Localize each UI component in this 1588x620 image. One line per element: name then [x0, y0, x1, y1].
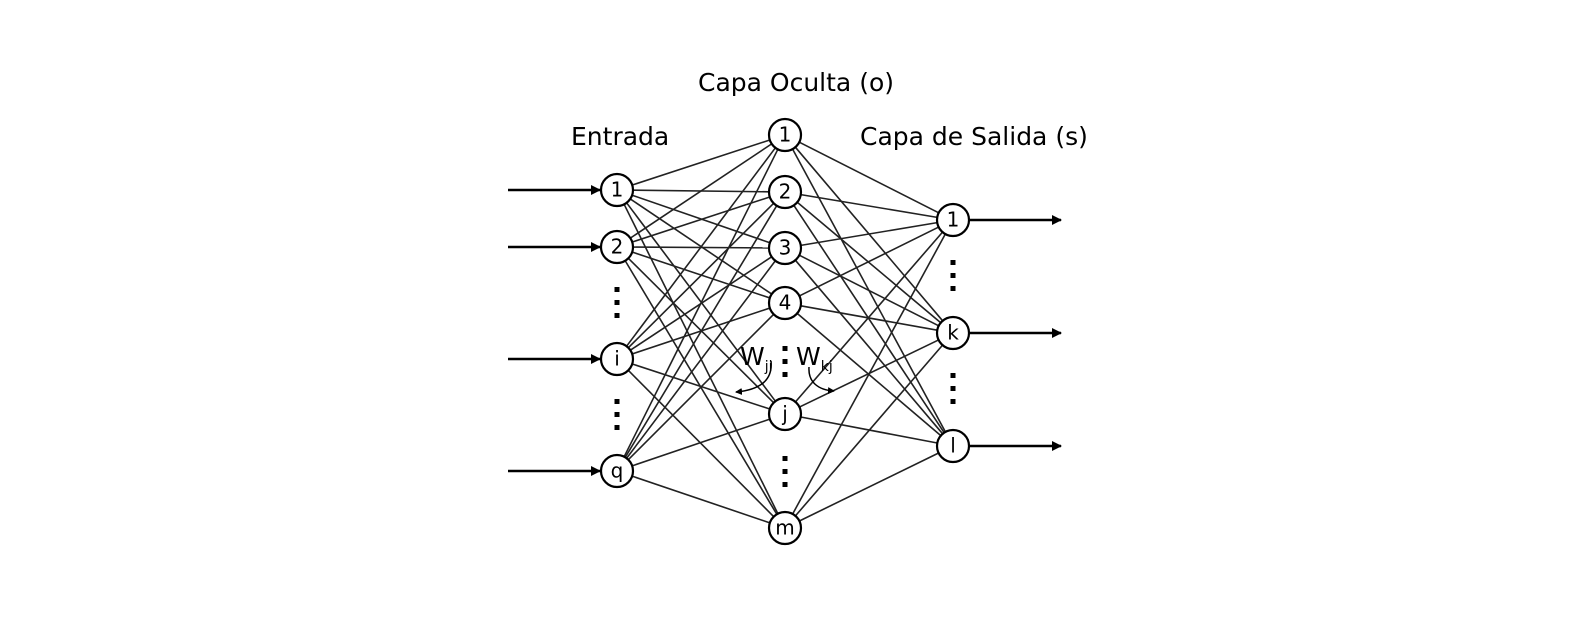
- input-node: i: [599, 341, 635, 377]
- hidden-node: 4: [767, 285, 803, 321]
- input-node: 2: [599, 229, 635, 265]
- input-node-label: 2: [611, 235, 624, 259]
- ellipsis-dot: [614, 425, 620, 430]
- hidden-node-circle: [767, 510, 803, 546]
- input-hidden-connection: [631, 139, 771, 186]
- input-hidden-connection: [627, 313, 775, 461]
- hidden-node-circle: [767, 285, 803, 321]
- ellipsis-dot: [614, 300, 620, 305]
- input-layer-title: Entrada: [571, 122, 670, 151]
- output-node-label: 1: [947, 208, 960, 232]
- weight-kj-label: Wkj: [796, 342, 833, 375]
- input-node: q: [599, 453, 635, 489]
- ellipsis-dot: [950, 286, 956, 291]
- input-node-circle: [599, 453, 635, 489]
- hidden-output-connection: [794, 344, 944, 517]
- hidden-node: j: [767, 396, 803, 432]
- hidden-output-connection: [800, 221, 938, 247]
- output-node-label: l: [950, 434, 956, 458]
- ellipsis-dot: [782, 372, 788, 377]
- ellipsis-dot: [614, 287, 620, 292]
- ellipsis-dot: [950, 260, 956, 265]
- ellipsis-dot: [782, 359, 788, 364]
- hidden-output-connection: [796, 201, 942, 324]
- weight-kj-annotation: Wkj: [796, 342, 835, 395]
- hidden-output-connection: [791, 233, 947, 515]
- hidden-node: m: [767, 510, 803, 546]
- input-hidden-connection: [631, 475, 771, 524]
- hidden-output-connection: [793, 204, 945, 434]
- output-node-circle: [935, 315, 971, 351]
- input-hidden-connection: [629, 143, 773, 239]
- output-layer-title: Capa de Salida (s): [860, 122, 1088, 151]
- input-node-circle: [599, 172, 635, 208]
- hidden-node: 3: [767, 230, 803, 266]
- input-node-circle: [599, 229, 635, 265]
- ellipsis-dot: [782, 346, 788, 351]
- hidden-layer-title: Capa Oculta (o): [698, 68, 894, 97]
- hidden-node-label: 4: [779, 291, 792, 315]
- weight-ji-annotation: Wji: [735, 342, 773, 395]
- hidden-node-label: 2: [779, 180, 792, 204]
- hidden-output-connection: [794, 259, 944, 435]
- input-node-label: 1: [611, 178, 624, 202]
- output-node: k: [935, 315, 971, 351]
- hidden-node-label: 1: [779, 123, 792, 147]
- output-node: l: [935, 428, 971, 464]
- hidden-output-connection: [798, 226, 940, 297]
- output-node-circle: [935, 428, 971, 464]
- hidden-node-circle: [767, 230, 803, 266]
- ellipsis-dot: [782, 456, 788, 461]
- hidden-node-label: 3: [779, 236, 792, 260]
- ellipsis-dot: [614, 412, 620, 417]
- ellipsis-dot: [950, 386, 956, 391]
- input-hidden-connection: [624, 205, 778, 458]
- input-hidden-connection: [625, 147, 777, 347]
- hidden-node-label: j: [781, 402, 788, 426]
- input-hidden-connection: [623, 148, 779, 458]
- input-hidden-connection: [631, 418, 771, 467]
- input-hidden-connection: [627, 369, 775, 518]
- hidden-node-circle: [767, 117, 803, 153]
- hidden-output-connection: [800, 193, 938, 219]
- output-node: 1: [935, 202, 971, 238]
- input-node: 1: [599, 172, 635, 208]
- output-node-circle: [935, 202, 971, 238]
- weight-kj-arrow: [808, 366, 835, 395]
- input-node-label: q: [611, 459, 624, 483]
- connections: [623, 139, 947, 524]
- hidden-node-circle: [767, 174, 803, 210]
- input-hidden-connection: [625, 260, 777, 459]
- ellipsis-dot: [950, 273, 956, 278]
- input-hidden-connection: [631, 196, 771, 243]
- weight-ji-label: Wji: [740, 342, 773, 375]
- output-node-label: k: [947, 321, 959, 345]
- input-hidden-connection: [627, 202, 775, 349]
- ellipsis-dot: [782, 482, 788, 487]
- hidden-node: 1: [767, 117, 803, 153]
- ellipsis-dot: [950, 373, 956, 378]
- input-node-circle: [599, 341, 635, 377]
- ellipsis-dots: [614, 260, 956, 487]
- hidden-output-connection: [799, 452, 939, 522]
- hidden-node-circle: [767, 396, 803, 432]
- ellipsis-dot: [782, 469, 788, 474]
- ellipsis-dot: [614, 399, 620, 404]
- io-arrows: [508, 185, 1062, 476]
- hidden-node-label: m: [775, 516, 794, 540]
- weight-ji-arrow: [735, 360, 772, 395]
- ellipsis-dot: [950, 399, 956, 404]
- ellipsis-dot: [614, 313, 620, 318]
- nodes: 1 2 i q 1 2 3 4 j m 1 k l: [599, 117, 971, 546]
- hidden-output-connection: [798, 254, 940, 327]
- hidden-output-connection: [794, 231, 944, 403]
- input-node-label: i: [614, 347, 620, 371]
- hidden-node: 2: [767, 174, 803, 210]
- hidden-output-connection: [798, 141, 940, 214]
